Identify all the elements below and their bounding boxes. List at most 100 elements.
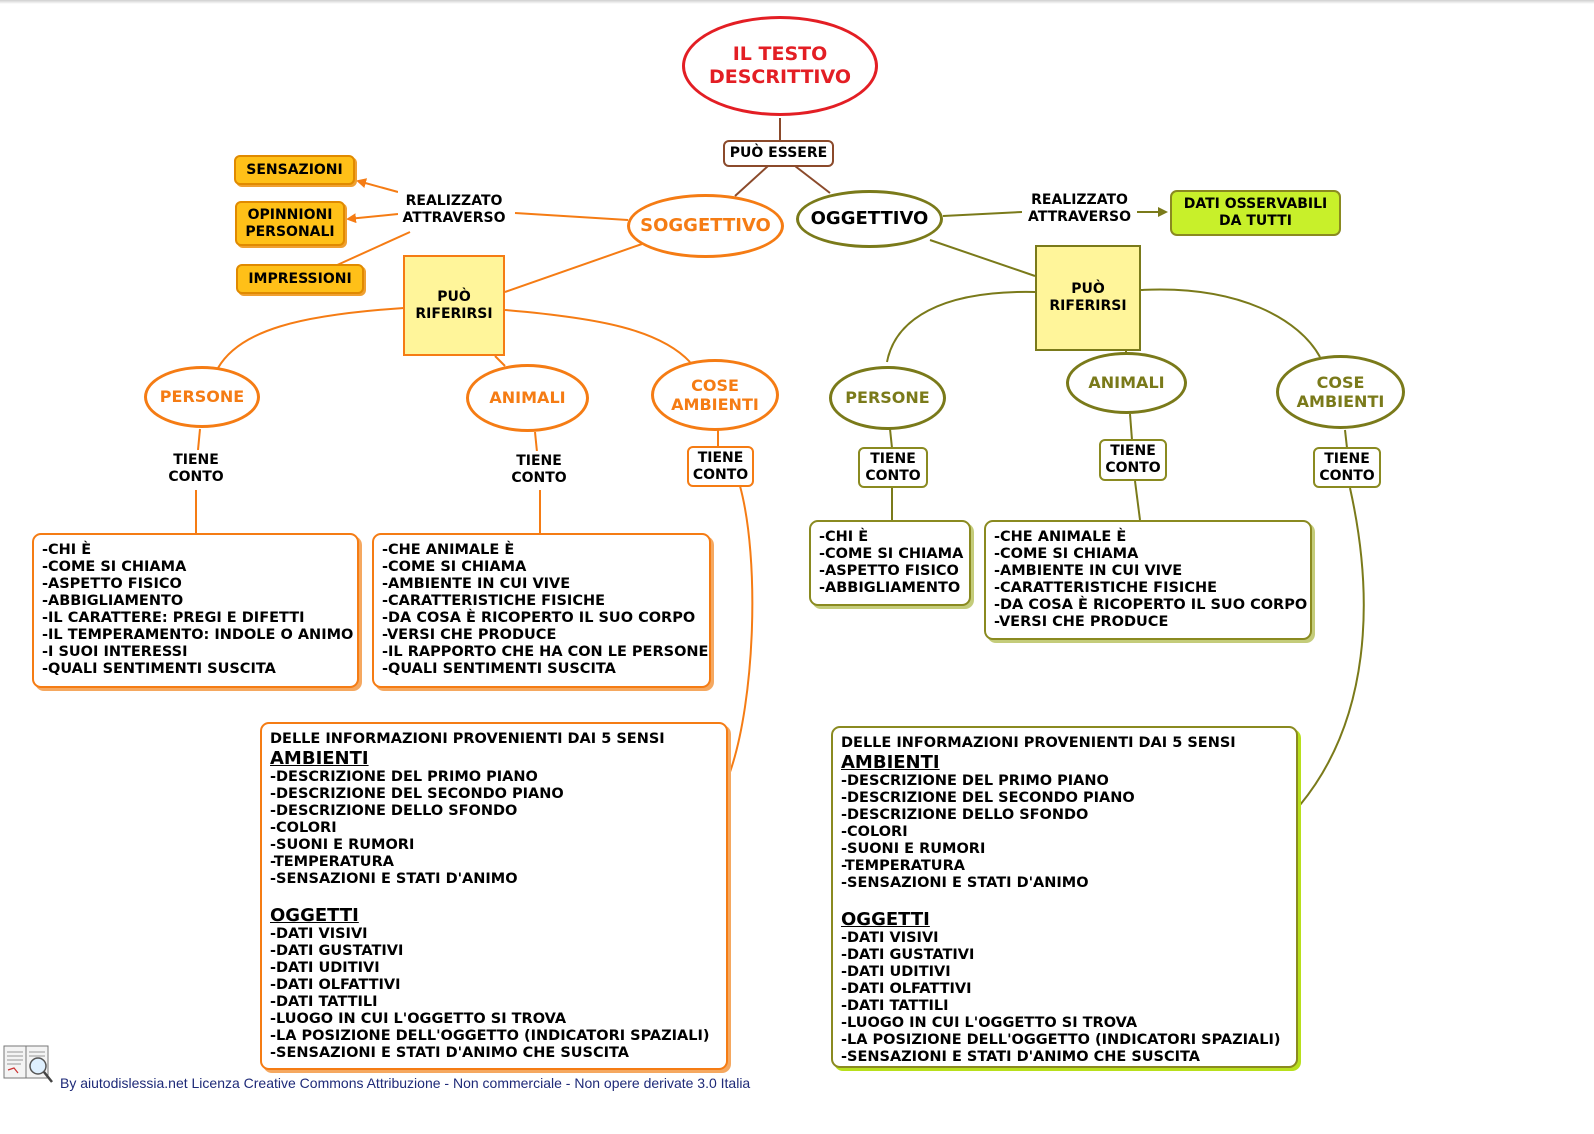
riferirsi-to-cose-curve <box>504 309 691 363</box>
list-item: -QUALI SENTIMENTI SUSCITA <box>382 661 616 677</box>
list-item: -COME SI CHIAMA <box>819 546 964 562</box>
spacer <box>841 892 1288 909</box>
riferirsi-to-cose-curve-r <box>1140 288 1321 358</box>
oggettivo-to-puo-riferirsi-line <box>929 239 1036 277</box>
cose-intro: DELLE INFORMAZIONI PROVENIENTI DAI 5 SEN… <box>270 731 665 747</box>
list-item: -DATI OLFATTIVI <box>270 977 401 993</box>
soggettivo-puo-riferirsi-node: PUÒ RIFERIRSI <box>403 255 505 356</box>
list-item: -COME SI CHIAMA <box>994 546 1139 562</box>
list-item: -AMBIENTE IN CUI VIVE <box>382 576 571 592</box>
list-item: -DA COSA È RICOPERTO IL SUO CORPO <box>994 597 1308 613</box>
list-item: -CARATTERISTICHE FISICHE <box>382 593 606 609</box>
oggettivo-animali-tiene-conto: TIENE CONTO <box>1099 439 1167 481</box>
list-item: -IL TEMPERAMENTO: INDOLE O ANIMO <box>42 627 354 643</box>
list-item: -TEMPERATURA <box>841 858 965 874</box>
license-footer: By aiutodislessia.net Licenza Creative C… <box>60 1075 751 1091</box>
list-item: -LUOGO IN CUI L'OGGETTO SI TROVA <box>270 1011 567 1027</box>
list-item: -DESCRIZIONE DEL SECONDO PIANO <box>270 786 564 802</box>
cose-to-tiene-conto-line-r <box>1344 429 1348 449</box>
soggettivo-cose-tiene-conto: TIENE CONTO <box>687 446 754 487</box>
list-item: -CHE ANIMALE È <box>382 542 515 558</box>
arrow-to-opinioni <box>346 213 399 224</box>
list-item: -DATI VISIVI <box>841 930 939 946</box>
list-item: -CARATTERISTICHE FISICHE <box>994 580 1218 596</box>
list-item: -VERSI CHE PRODUCE <box>994 614 1169 630</box>
list-item: -LUOGO IN CUI L'OGGETTO SI TROVA <box>841 1015 1138 1031</box>
list-item: -CHI È <box>42 542 92 558</box>
list-item: -DESCRIZIONE DEL PRIMO PIANO <box>270 769 538 785</box>
list-item: -DATI TATTILI <box>270 994 378 1010</box>
list-item: -DATI GUSTATIVI <box>841 947 975 963</box>
arrow-to-sensazioni <box>356 178 399 193</box>
riferirsi-to-persone-curve-r <box>886 290 1036 363</box>
soggettivo-animali-tiene-conto: TIENE CONTO <box>503 451 575 489</box>
list-item: -DATI UDITIVI <box>270 960 380 976</box>
list-item: -DESCRIZIONE DELLO SFONDO <box>270 803 518 819</box>
list-item: -LA POSIZIONE DELL'OGGETTO (INDICATORI S… <box>270 1028 710 1044</box>
list-item: -ABBIGLIAMENTO <box>819 580 961 596</box>
impressioni-node: IMPRESSIONI <box>236 264 364 294</box>
list-item: -SENSAZIONI E STATI D'ANIMO <box>270 871 518 887</box>
realizzato-to-impressioni-line <box>334 231 411 267</box>
list-item: -DESCRIZIONE DELLO SFONDO <box>841 807 1089 823</box>
oggettivo-persone-list: -CHI È -COME SI CHIAMA -ASPETTO FISICO -… <box>809 520 971 606</box>
soggettivo-animali-items: -CHE ANIMALE È -COME SI CHIAMA -AMBIENTE… <box>382 542 708 678</box>
soggettivo-node: SOGGETTIVO <box>627 194 784 258</box>
list-item: -IL CARATTERE: PREGI E DIFETTI <box>42 610 305 626</box>
oggettivo-node: OGGETTIVO <box>796 190 943 248</box>
list-item: -SENSAZIONI E STATI D'ANIMO <box>841 875 1089 891</box>
list-item: -AMBIENTE IN CUI VIVE <box>994 563 1183 579</box>
soggettivo-cose-ambienti-node: COSE AMBIENTI <box>651 359 779 431</box>
tiene-conto-to-cose-box-curve-r <box>1299 487 1365 806</box>
animali-to-tiene-conto-line-r <box>1129 413 1133 441</box>
oggettivo-realizzato-label: REALIZZATO ATTRAVERSO <box>1022 190 1137 228</box>
list-item: -DATI GUSTATIVI <box>270 943 404 959</box>
tiene-conto-to-cose-box-curve <box>729 485 754 773</box>
list-item: -DATI UDITIVI <box>841 964 951 980</box>
title-node: IL TESTO DESCRITTIVO <box>682 16 878 116</box>
puo-essere-to-soggettivo-line <box>734 165 769 197</box>
ambienti-heading: AMBIENTI <box>841 752 940 773</box>
spacer <box>270 888 718 905</box>
soggettivo-cose-box: DELLE INFORMAZIONI PROVENIENTI DAI 5 SEN… <box>260 722 728 1070</box>
cose-intro: DELLE INFORMAZIONI PROVENIENTI DAI 5 SEN… <box>841 735 1236 751</box>
persone-to-tiene-conto-line-r <box>889 428 893 449</box>
oggettivo-to-realizzato-line <box>942 211 1023 217</box>
soggettivo-persone-node: PERSONE <box>144 366 260 428</box>
list-item: -CHE ANIMALE È <box>994 529 1127 545</box>
ambienti-heading: AMBIENTI <box>270 748 369 769</box>
list-item: -SENSAZIONI E STATI D'ANIMO CHE SUSCITA <box>270 1045 630 1061</box>
oggettivo-cose-ambienti-node: COSE AMBIENTI <box>1276 355 1405 429</box>
oggettivo-puo-riferirsi-node: PUÒ RIFERIRSI <box>1035 245 1141 351</box>
soggettivo-persone-list: -CHI È -COME SI CHIAMA -ASPETTO FISICO -… <box>32 533 359 688</box>
list-item: -SENSAZIONI E STATI D'ANIMO CHE SUSCITA <box>841 1049 1201 1065</box>
puo-essere-to-oggettivo-line <box>794 165 831 194</box>
list-item: -TEMPERATURA <box>270 854 394 870</box>
top-edge-shadow <box>0 0 1594 4</box>
list-item: -DATI OLFATTIVI <box>841 981 972 997</box>
soggettivo-animali-list: -CHE ANIMALE È -COME SI CHIAMA -AMBIENTE… <box>372 533 711 688</box>
list-item: -COLORI <box>270 820 337 836</box>
sensazioni-node: SENSAZIONI <box>234 155 355 185</box>
oggettivo-animali-node: ANIMALI <box>1066 352 1187 414</box>
opinioni-node: OPINNIONI PERSONALI <box>235 201 345 246</box>
animali-to-tiene-conto-line <box>534 431 538 453</box>
list-item: -DATI TATTILI <box>841 998 949 1014</box>
soggettivo-animali-node: ANIMALI <box>466 364 589 432</box>
list-item: -I SUOI INTERESSI <box>42 644 188 660</box>
soggettivo-realizzato-label: REALIZZATO ATTRAVERSO <box>398 191 510 229</box>
list-item: -DA COSA È RICOPERTO IL SUO CORPO <box>382 610 696 626</box>
oggetti-heading: OGGETTI <box>841 909 930 930</box>
list-item: -LA POSIZIONE DELL'OGGETTO (INDICATORI S… <box>841 1032 1281 1048</box>
soggettivo-persone-tiene-conto: TIENE CONTO <box>160 450 232 488</box>
tiene-conto-to-animali-list-line-r <box>1134 480 1141 521</box>
oggettivo-animali-list: -CHE ANIMALE È -COME SI CHIAMA -AMBIENTE… <box>984 520 1312 640</box>
list-item: -ABBIGLIAMENTO <box>42 593 184 609</box>
puo-essere-node: PUÒ ESSERE <box>723 140 834 167</box>
riferirsi-to-animali-line <box>494 355 506 367</box>
list-item: -COME SI CHIAMA <box>42 559 187 575</box>
oggettivo-persone-tiene-conto: TIENE CONTO <box>858 447 928 488</box>
book-logo-icon <box>3 1045 53 1083</box>
oggetti-heading: OGGETTI <box>270 905 359 926</box>
